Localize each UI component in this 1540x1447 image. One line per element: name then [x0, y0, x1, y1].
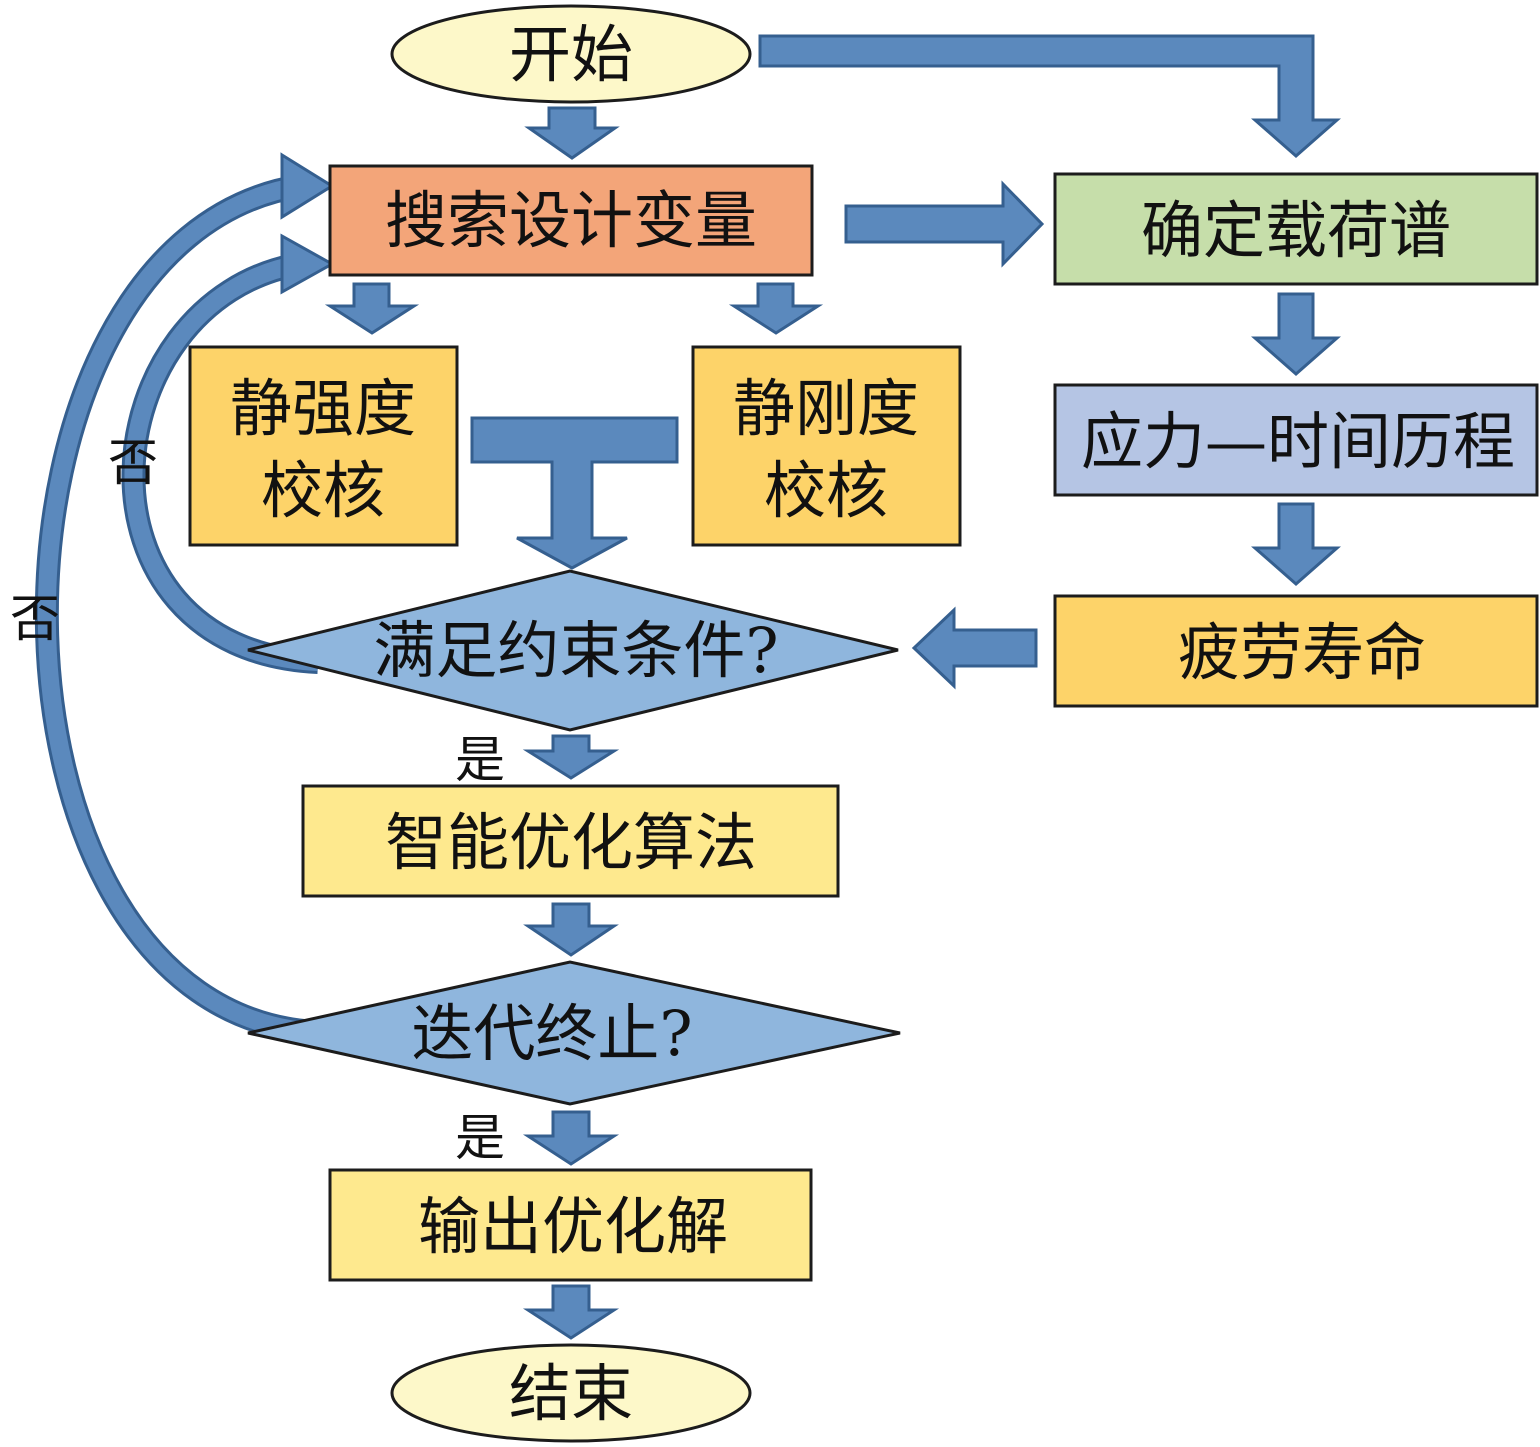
node-output-solution: 输出优化解 — [328, 1168, 813, 1282]
node-algorithm-label: 智能优化算法 — [385, 806, 757, 879]
label-yes-terminate: 是 — [455, 1109, 505, 1167]
node-static-stiffness-line1: 静刚度 — [733, 372, 919, 445]
node-search-design-variables: 搜索设计变量 — [328, 164, 814, 277]
arrow-algorithm-to-terminate — [523, 902, 619, 957]
node-start: 开始 — [390, 4, 752, 104]
node-fatigue-life: 疲劳寿命 — [1053, 594, 1539, 708]
node-constraint-label: 满足约束条件? — [373, 614, 778, 687]
arrow-checks-to-constraint — [470, 416, 679, 570]
node-end-label: 结束 — [509, 1357, 633, 1430]
label-no-inner: 否 — [108, 434, 158, 492]
arrow-constraint-to-algorithm — [522, 734, 620, 780]
label-no-outer: 否 — [10, 590, 60, 648]
arrow-terminate-to-output — [522, 1110, 620, 1166]
node-static-strength-line1: 静强度 — [230, 372, 416, 445]
arrow-load-to-stress — [1251, 292, 1341, 376]
arrow-search-to-load-spectrum — [844, 180, 1045, 268]
arrow-search-to-strength — [324, 282, 420, 335]
arrows — [324, 34, 1341, 1340]
arrow-start-to-search — [524, 106, 620, 160]
node-start-label: 开始 — [509, 18, 633, 91]
node-static-strength-line2: 校核 — [261, 454, 385, 527]
feedback-arrow-inner — [121, 233, 336, 674]
feedback-arrow-outer-head — [280, 152, 335, 220]
node-end: 结束 — [390, 1343, 752, 1443]
node-fatigue-label: 疲劳寿命 — [1178, 616, 1426, 689]
arrow-start-to-load-spectrum — [758, 34, 1341, 158]
node-intelligent-algorithm: 智能优化算法 — [301, 784, 840, 898]
node-constraint-decision: 满足约束条件? — [247, 569, 899, 732]
node-load-spectrum-label: 确定载荷谱 — [1141, 194, 1451, 267]
node-load-spectrum: 确定载荷谱 — [1053, 172, 1539, 286]
arrow-search-to-stiffness — [728, 282, 824, 335]
node-search-label: 搜索设计变量 — [385, 184, 757, 257]
node-output-label: 输出优化解 — [418, 1190, 728, 1263]
node-static-strength-check: 静强度 校核 — [188, 345, 459, 547]
arrow-stress-to-fatigue — [1251, 502, 1341, 586]
node-static-stiffness-line2: 校核 — [764, 454, 888, 527]
arrow-output-to-end — [522, 1284, 620, 1340]
feedback-arrow-outer — [34, 152, 335, 1044]
feedback-arrow-inner-head — [280, 233, 336, 295]
node-stress-time-label: 应力—时间历程 — [1081, 405, 1515, 478]
node-terminate-decision: 迭代终止? — [247, 960, 901, 1106]
label-yes-constraint: 是 — [455, 731, 505, 789]
node-terminate-label: 迭代终止? — [411, 997, 692, 1070]
arrow-fatigue-to-constraint — [911, 606, 1038, 690]
node-static-stiffness-check: 静刚度 校核 — [691, 345, 962, 547]
node-stress-time-history: 应力—时间历程 — [1053, 383, 1539, 497]
